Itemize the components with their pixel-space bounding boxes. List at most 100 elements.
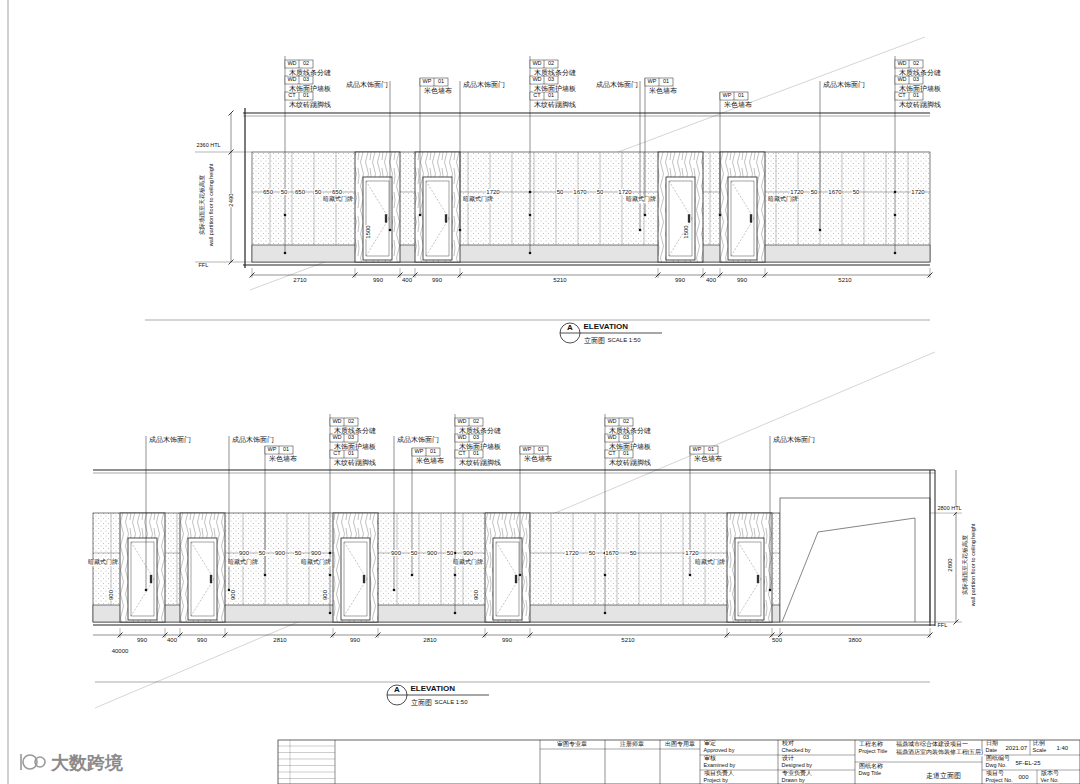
drawing-label: 50	[852, 189, 860, 195]
material-code: WP	[414, 449, 424, 455]
drawing-label: 2021.07	[1005, 745, 1028, 751]
drawing-line	[426, 181, 449, 219]
leader-dot	[419, 214, 422, 217]
drawing-label: 2800 HTL	[937, 506, 962, 512]
drawing-label: 暗藏式门牌	[87, 560, 118, 566]
drawing-label: 5F-EL-25	[1015, 760, 1041, 766]
material-number: 01	[429, 449, 436, 455]
drawing-line	[165, 628, 166, 638]
wall-return	[780, 498, 930, 622]
drawing-label: 暗藏式门牌	[322, 197, 353, 203]
drawing-line	[434, 78, 435, 86]
material-note: 木质线条分缝	[333, 427, 376, 434]
drawing-label: 暗藏式门牌	[462, 197, 493, 203]
material-code: WD	[532, 61, 542, 67]
material-tag	[285, 60, 313, 68]
material-tag	[455, 434, 483, 442]
material-note: 木饰面护墙板	[288, 85, 331, 92]
material-note: 米色墙布	[523, 455, 552, 462]
door-callout: 成品木饰面门	[822, 82, 865, 89]
door-frame	[485, 513, 530, 622]
drawing-line	[617, 513, 618, 605]
drawing-line	[842, 152, 843, 245]
material-tag	[285, 76, 313, 84]
leader-dot	[284, 214, 287, 217]
leader-dot	[411, 574, 414, 577]
drawing-line	[763, 273, 768, 278]
drawing-label: wall partition floor to ceiling height	[971, 523, 977, 607]
drawing-line	[223, 633, 228, 638]
drawing-line	[441, 513, 442, 605]
material-number: 01	[737, 93, 744, 99]
drawing-label: 990	[349, 637, 360, 643]
material-note: 米色墙布	[415, 457, 444, 464]
drawing-line	[720, 268, 721, 278]
drawing-line	[278, 752, 335, 753]
drawing-label: 900	[238, 550, 249, 556]
drawing-line	[299, 76, 300, 84]
drawing-line	[335, 740, 336, 784]
door-panel	[366, 181, 389, 256]
door-leaf	[363, 177, 392, 260]
material-note: 木纹砖踢脚线	[288, 101, 331, 108]
drawing-line	[619, 450, 620, 458]
drawing-label: 1720	[618, 189, 632, 195]
door-frame	[658, 152, 703, 262]
material-number: 01	[302, 93, 309, 99]
leader-dot	[604, 612, 607, 615]
drawing-label: 400	[401, 277, 412, 283]
material-code: WD	[287, 77, 297, 83]
drawing-label: 比例	[1032, 741, 1045, 747]
drawing-line	[540, 749, 700, 750]
drawing-label: 990	[501, 637, 512, 643]
drawing-line	[683, 513, 684, 605]
drawing-line	[528, 633, 533, 638]
drawing-line	[485, 628, 486, 638]
material-number: 01	[622, 451, 629, 457]
drawing-label: 50	[588, 550, 596, 556]
drawing-label: 990	[136, 637, 147, 643]
drawing-line	[530, 628, 531, 638]
drawing-line	[551, 513, 552, 605]
material-code: WD	[332, 435, 342, 441]
drawing-line	[720, 92, 721, 215]
drawing-line	[820, 81, 821, 230]
drawing-line	[669, 219, 692, 257]
drawing-line	[928, 633, 933, 638]
material-code: WP	[722, 93, 732, 99]
drawing-label: 1670	[828, 189, 842, 195]
drawing-line	[378, 628, 379, 638]
drawing-line	[738, 542, 761, 579]
material-tag	[530, 60, 558, 68]
drawing-line	[704, 446, 705, 454]
drawing-label: 审定	[703, 741, 716, 747]
drawing-line	[287, 513, 288, 605]
drawing-line	[930, 470, 931, 626]
drawing-label: 图纸名称	[858, 764, 883, 770]
drawing-label: 50	[314, 189, 322, 195]
title-block	[278, 740, 1080, 784]
drawing-label: 立面图	[410, 699, 432, 706]
material-number: 03	[912, 77, 919, 83]
drawing-line	[460, 81, 461, 230]
drawing-label: 1720	[685, 550, 699, 556]
drawing-line	[700, 740, 701, 784]
material-note: 木质线条分缝	[533, 69, 576, 76]
drawing-line	[544, 76, 545, 84]
drawing-label: A	[394, 686, 401, 694]
drawing-line	[314, 152, 315, 245]
drawing-line	[330, 414, 331, 613]
drawing-label: 5210	[621, 637, 635, 643]
material-number: 01	[347, 451, 354, 457]
drawing-line	[930, 513, 962, 514]
drawing-line	[426, 448, 427, 456]
material-tag	[265, 446, 293, 454]
drawing-label: 1500	[683, 225, 689, 239]
drawing-line	[778, 740, 779, 784]
leader-dot	[284, 252, 287, 255]
drawing-line	[366, 181, 389, 219]
drawing-label: 650	[294, 189, 305, 195]
drawing-line	[290, 740, 291, 784]
door-callout: 成品木饰面门	[396, 437, 439, 444]
drawing-line	[344, 450, 345, 458]
